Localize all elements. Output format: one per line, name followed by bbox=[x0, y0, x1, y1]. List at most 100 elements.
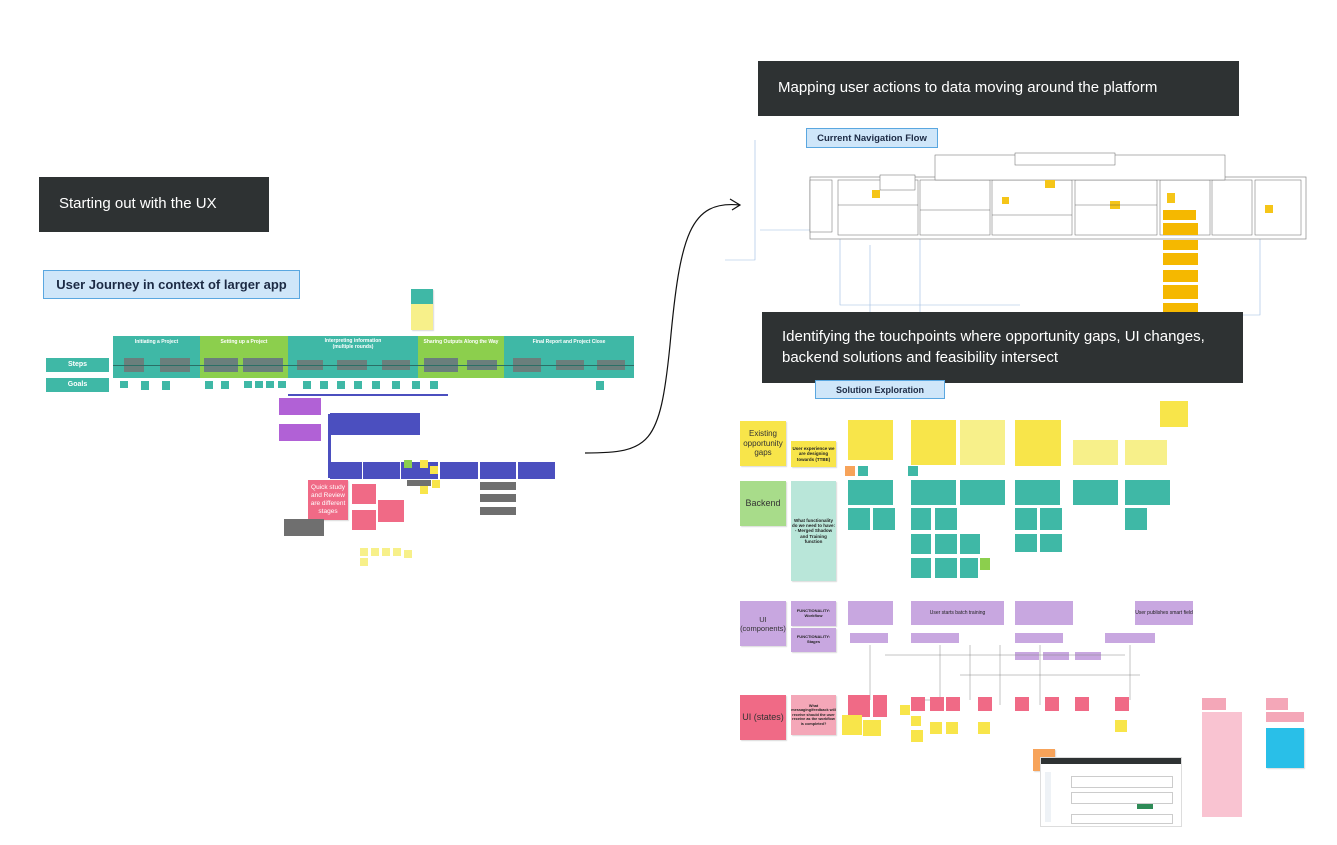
ui-state-note bbox=[1045, 697, 1059, 711]
process-box bbox=[518, 462, 555, 479]
pink-note-column bbox=[1202, 712, 1242, 817]
grey-note bbox=[407, 480, 431, 486]
small-note bbox=[908, 466, 918, 476]
user-journey-label: User Journey in context of larger app bbox=[43, 270, 300, 299]
ui-component-note bbox=[911, 633, 959, 643]
process-stem bbox=[328, 414, 331, 478]
quick-study-note: Quick study and Review are different sta… bbox=[308, 480, 348, 520]
ui-state-note bbox=[911, 697, 925, 711]
goal-note bbox=[430, 381, 438, 389]
small-note bbox=[946, 722, 958, 734]
backend-note bbox=[935, 558, 957, 578]
row-backend: Backend bbox=[740, 481, 786, 526]
steps-label: Steps bbox=[46, 358, 109, 372]
steps-line bbox=[113, 365, 634, 366]
small-note bbox=[911, 716, 921, 726]
blue-note bbox=[1266, 728, 1304, 768]
small-note bbox=[360, 558, 368, 566]
connector-curve bbox=[584, 198, 742, 454]
goal-note bbox=[205, 381, 213, 389]
gap-note bbox=[1125, 440, 1167, 465]
small-note bbox=[360, 548, 368, 556]
backend-note bbox=[873, 508, 895, 530]
small-note bbox=[978, 722, 990, 734]
row-ui-components: UI (components) bbox=[740, 601, 786, 646]
pink-note bbox=[352, 510, 376, 530]
goal-note bbox=[320, 381, 328, 389]
ui-state-note bbox=[946, 697, 960, 711]
navigation-flow-diagram bbox=[725, 140, 1307, 326]
ui-component-note bbox=[1015, 652, 1039, 660]
small-note bbox=[420, 486, 428, 494]
goal-note bbox=[266, 381, 274, 388]
user-publishes-smart-field: User publishes smart field bbox=[1135, 601, 1193, 625]
purple-note bbox=[279, 398, 321, 415]
grey-note bbox=[480, 494, 516, 502]
ui-state-note bbox=[1115, 697, 1129, 711]
goal-note bbox=[255, 381, 263, 388]
goal-note bbox=[244, 381, 252, 388]
note-func-workflow: FUNCTIONALITY: Workflow bbox=[791, 601, 836, 626]
note-func-stages: FUNCTIONALITY: Stages bbox=[791, 628, 836, 652]
ux-banner: Starting out with the UX bbox=[39, 177, 269, 232]
ui-state-note bbox=[848, 695, 870, 717]
backend-note bbox=[848, 508, 870, 530]
ui-component-note bbox=[850, 633, 888, 643]
ui-component-note bbox=[1075, 652, 1101, 660]
goal-note bbox=[221, 381, 229, 389]
goal-note bbox=[162, 381, 170, 390]
small-note bbox=[404, 550, 412, 558]
backend-note bbox=[1040, 534, 1062, 552]
gap-note bbox=[848, 420, 893, 460]
pink-note bbox=[378, 500, 404, 522]
backend-note bbox=[960, 534, 980, 554]
journey-note-teal bbox=[411, 289, 433, 304]
note-functionality: What functionality do we need to have: -… bbox=[791, 481, 836, 581]
stage-initiating: Initiating a Project bbox=[134, 339, 179, 345]
ui-component-note bbox=[1015, 633, 1063, 643]
journey-stage-band bbox=[113, 336, 634, 378]
grey-note bbox=[284, 519, 324, 536]
ui-component-note bbox=[848, 601, 893, 625]
goal-note bbox=[120, 381, 128, 388]
goal-note bbox=[372, 381, 380, 389]
gap-note bbox=[1015, 420, 1061, 466]
small-note bbox=[420, 460, 428, 468]
small-note bbox=[382, 548, 390, 556]
gap-note bbox=[1073, 440, 1118, 465]
solution-exploration-label: Solution Exploration bbox=[815, 380, 945, 399]
goal-note bbox=[412, 381, 420, 389]
small-note bbox=[900, 705, 910, 715]
user-starts-batch-training: User starts batch training bbox=[911, 601, 1004, 625]
backend-note bbox=[911, 534, 931, 554]
backend-note bbox=[911, 480, 956, 505]
backend-note bbox=[1073, 480, 1118, 505]
small-note bbox=[858, 466, 868, 476]
row-opportunity-gaps: Existing opportunity gaps bbox=[740, 421, 786, 466]
ui-state-note bbox=[873, 695, 887, 717]
pink-note bbox=[1266, 698, 1288, 710]
small-note bbox=[430, 466, 438, 474]
small-note bbox=[863, 720, 881, 736]
backend-note bbox=[848, 480, 893, 505]
backend-note bbox=[960, 480, 1005, 505]
stage-final: Final Report and Project Close bbox=[532, 339, 606, 345]
ui-state-note bbox=[1015, 697, 1029, 711]
note-messaging: What messaging/feedback will receive sho… bbox=[791, 695, 836, 735]
pink-note bbox=[1266, 712, 1304, 722]
goal-note bbox=[596, 381, 604, 390]
backend-note bbox=[1040, 508, 1062, 530]
small-note bbox=[432, 480, 440, 488]
ui-component-note bbox=[1043, 652, 1069, 660]
grey-note bbox=[480, 482, 516, 490]
ui-component-note bbox=[1105, 633, 1155, 643]
backend-note bbox=[960, 558, 978, 578]
main-mode-box bbox=[330, 413, 420, 435]
small-note bbox=[842, 715, 862, 735]
small-note bbox=[845, 466, 855, 476]
stage-setting-up: Setting up a Project bbox=[220, 339, 268, 345]
backend-note bbox=[1015, 480, 1060, 505]
goals-label: Goals bbox=[46, 378, 109, 392]
mapping-banner: Mapping user actions to data moving arou… bbox=[758, 61, 1239, 116]
goal-note bbox=[337, 381, 345, 389]
